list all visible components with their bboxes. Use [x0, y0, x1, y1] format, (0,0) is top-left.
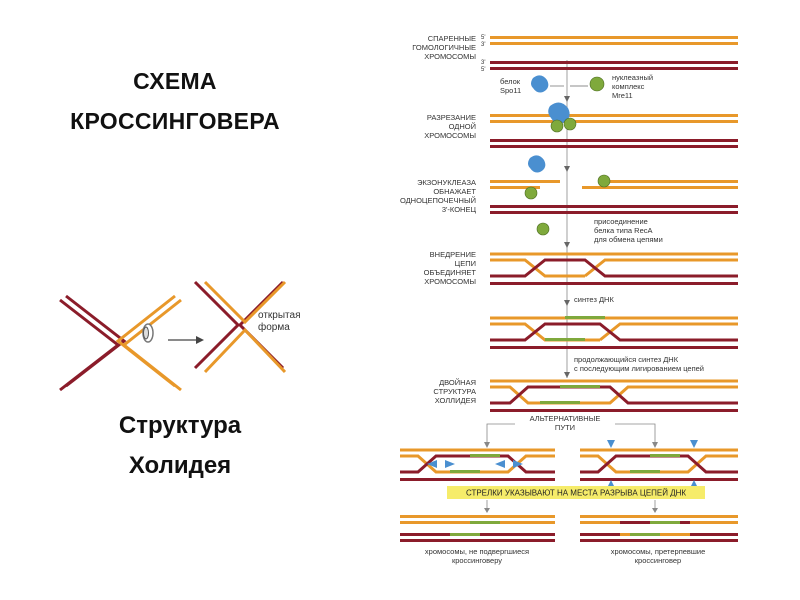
mre11-label-3: Mre11: [612, 91, 633, 100]
alt-label-1: АЛЬТЕРНАТИВНЫЕ: [530, 414, 601, 423]
spo11-label-2: Spo11: [500, 86, 521, 95]
result-crossover: [580, 515, 738, 542]
arrow-down: [564, 372, 570, 378]
step1-line2: ГОМОЛОГИЧНЫЕ: [412, 43, 476, 52]
arrow-down: [564, 96, 570, 102]
mre11-label-1: нуклеазный: [612, 73, 653, 82]
step-paired-homologs: СПАРЕННЫЕ ГОМОЛОГИЧНЫЕ ХРОМОСОМЫ 5' 3' 3…: [412, 34, 738, 73]
holliday-closed-form: [59, 294, 182, 392]
holliday-title-line-1: Структура: [118, 412, 242, 439]
step4-line2: ЦЕПИ: [455, 259, 476, 268]
reca-label-3: для обмена цепями: [594, 235, 663, 244]
alt-path-right: [580, 440, 738, 488]
holliday-title-line-2: Холидея: [128, 452, 232, 479]
result-no-crossover: [400, 515, 555, 542]
step2-line3: ХРОМОСОМЫ: [424, 131, 476, 140]
mre11-complex-icon: [589, 76, 605, 92]
step3-line4: 3'-КОНЕЦ: [442, 205, 477, 214]
step4-line3: ОБЪЕДИНЯЕТ: [424, 268, 477, 277]
synth-label: синтез ДНК: [574, 295, 614, 304]
step1-line3: ХРОМОСОМЫ: [424, 52, 476, 61]
mre11-label-2: комплекс: [612, 82, 645, 91]
step6-line1: ДВОЙНАЯ: [439, 378, 476, 387]
step-strand-invasion: ВНЕДРЕНИЕ ЦЕПИ ОБЪЕДИНЯЕТ ХРОМОСОМЫ: [424, 250, 738, 286]
step3-line2: ОБНАЖАЕТ: [433, 187, 476, 196]
step-dna-synthesis: [490, 316, 738, 349]
step2-line1: РАЗРЕЗАНИЕ: [427, 113, 476, 122]
step3-line3: ОДНОЦЕПОЧЕЧНЫЙ: [400, 196, 476, 205]
step4-line4: ХРОМОСОМЫ: [424, 277, 476, 286]
result-right-label-2: кроссинговер: [635, 556, 681, 565]
break-sites-banner-text: СТРЕЛКИ УКАЗЫВАЮТ НА МЕСТА РАЗРЫВА ЦЕПЕЙ…: [466, 489, 686, 498]
result-left-label-2: кроссинговеру: [452, 556, 502, 565]
alt-path-left: [400, 448, 555, 481]
arrow-down: [564, 166, 570, 172]
alt-label-2: ПУТИ: [555, 423, 575, 432]
break-sites-banner: [447, 486, 705, 499]
step-exonuclease: ЭКЗОНУКЛЕАЗА ОБНАЖАЕТ ОДНОЦЕПОЧЕЧНЫЙ 3'-…: [400, 174, 738, 214]
spo11-protein-icon: [531, 75, 549, 93]
step4-line1: ВНЕДРЕНИЕ: [430, 250, 476, 259]
step-cut-one-chromosome: РАЗРЕЗАНИЕ ОДНОЙ ХРОМОСОМЫ: [424, 102, 738, 148]
step-double-holliday: ДВОЙНАЯ СТРУКТУРА ХОЛЛИДЕЯ: [433, 378, 738, 412]
end-5: 5': [481, 35, 485, 41]
step6-line3: ХОЛЛИДЕЯ: [435, 396, 476, 405]
step6-line2: СТРУКТУРА: [433, 387, 476, 396]
title-line-2: КРОССИНГОВЕРА: [70, 108, 280, 134]
step2-line2: ОДНОЙ: [449, 122, 476, 131]
arrow-down: [564, 300, 570, 306]
reca-protein-icon: [536, 222, 550, 236]
cont-label-1: продолжающийся синтез ДНК: [574, 355, 679, 364]
end-3: 3': [481, 60, 485, 66]
open-form-label-1: открытая: [258, 310, 301, 321]
result-left-label-1: хромосомы, не подвергшиеся: [425, 547, 529, 556]
end-3: 3': [481, 42, 485, 48]
holliday-open-form: [193, 280, 287, 374]
cont-label-2: с последующим лигированием цепей: [574, 364, 704, 373]
title-line-1: СХЕМА: [133, 68, 217, 94]
spo11-label-1: белок: [500, 77, 521, 86]
reca-label-2: белка типа RecA: [594, 226, 653, 235]
arrow-to-open-form: [168, 336, 204, 344]
end-5: 5': [481, 67, 485, 73]
result-right-label-1: хромосомы, претерпевшие: [611, 547, 706, 556]
spo11-released-icon: [528, 155, 546, 173]
reca-label-1: присоединение: [594, 217, 648, 226]
open-form-label-2: форма: [258, 321, 290, 333]
arrow-down: [564, 242, 570, 248]
rotation-icon: [142, 323, 154, 343]
step1-line1: СПАРЕННЫЕ: [428, 34, 476, 43]
step3-line1: ЭКЗОНУКЛЕАЗА: [417, 178, 476, 187]
